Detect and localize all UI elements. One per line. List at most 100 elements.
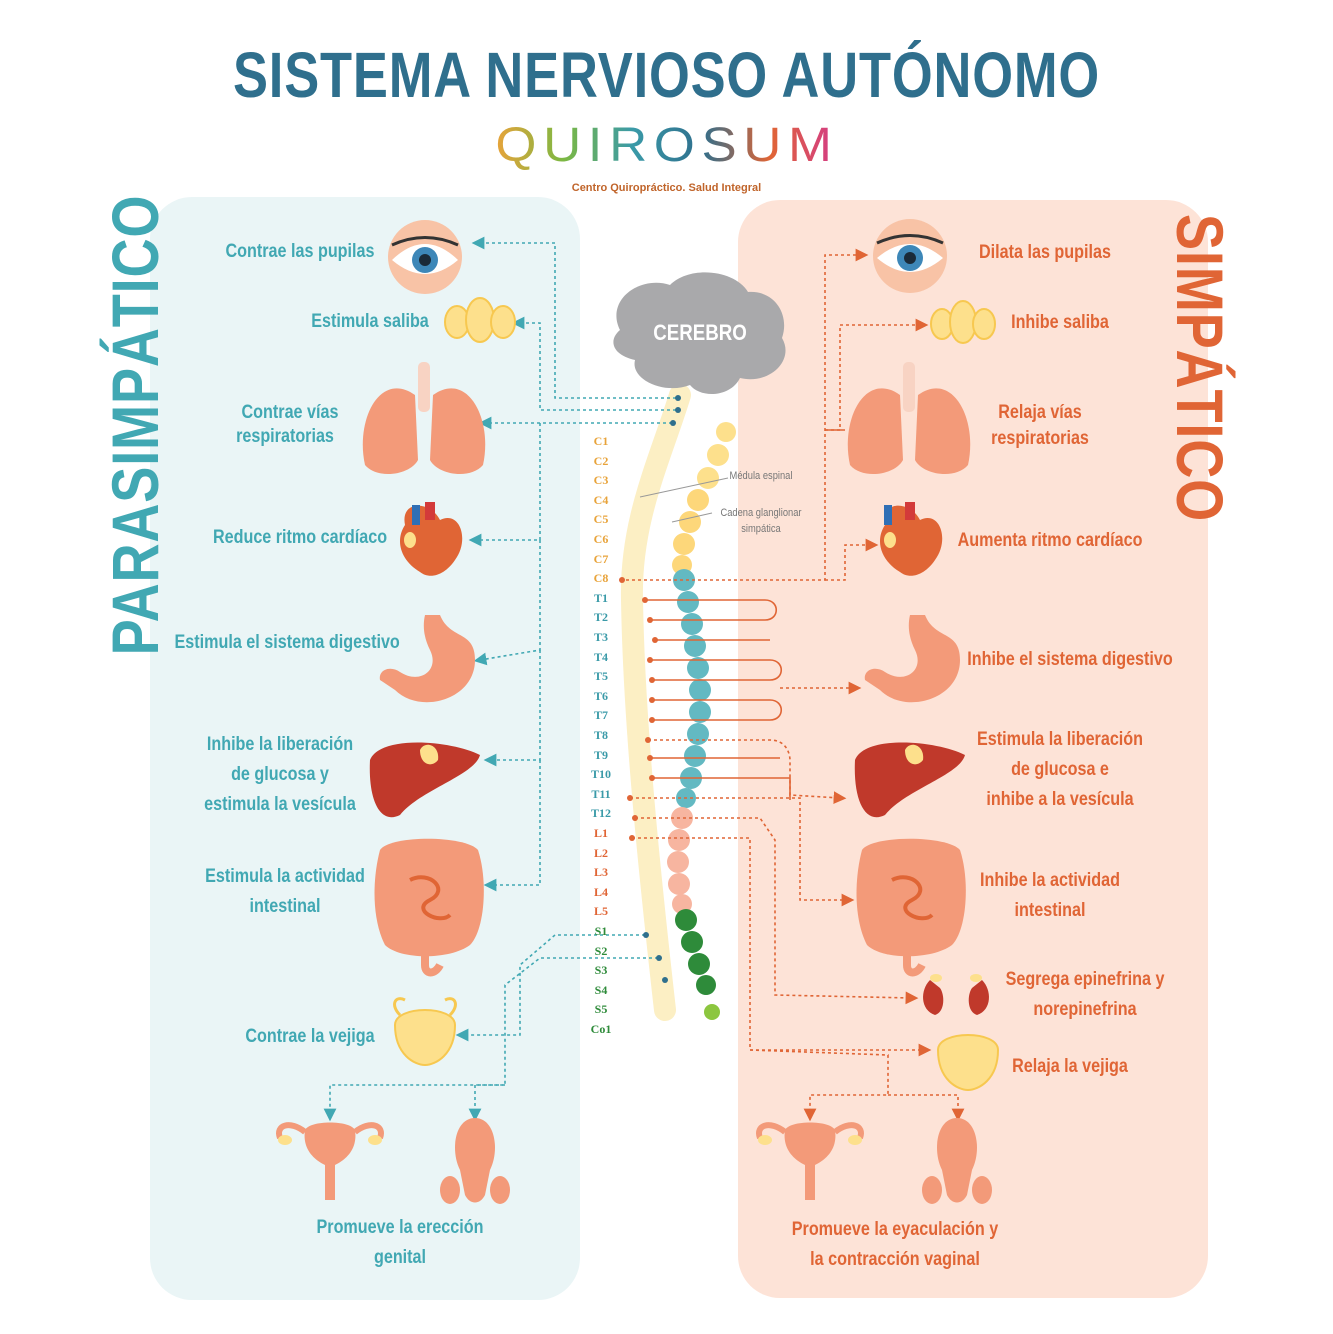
right-genital-label-1: Promueve la eyaculación y xyxy=(791,1219,999,1240)
left-digestive-label: Estimula el sistema digestivo xyxy=(174,632,400,653)
parasympathetic-connectors xyxy=(323,236,676,1122)
liver-icon xyxy=(854,742,965,818)
intestine-icon xyxy=(856,838,966,977)
right-intestine-label-2: intestinal xyxy=(1014,900,1086,921)
segment-label: T8 xyxy=(593,728,608,742)
eye-icon xyxy=(388,220,462,294)
sympathetic-connectors xyxy=(620,248,965,1122)
lungs-icon xyxy=(847,362,971,475)
bladder-icon xyxy=(393,997,457,1067)
segment-label: L4 xyxy=(593,884,608,899)
segment-label: Co1 xyxy=(590,1022,612,1036)
quirosum-logo: QUIROSUM xyxy=(0,118,1333,173)
left-bladder-label: Contrae la vejiga xyxy=(245,1026,375,1047)
parasympathetic-panel xyxy=(150,197,580,1300)
parasympathetic-nodes xyxy=(643,395,681,983)
left-saliva-label: Estimula saliba xyxy=(311,311,429,332)
left-liver-label-2: de glucosa y xyxy=(231,764,329,785)
male-reproductive-icon xyxy=(440,1118,510,1204)
left-intestine-label-2: intestinal xyxy=(249,896,321,917)
left-heart-label: Reduce ritmo cardíaco xyxy=(212,527,388,548)
segment-label: T9 xyxy=(593,747,608,762)
left-liver-label-3: estimula la vesícula xyxy=(204,794,356,815)
liver-icon xyxy=(369,742,480,818)
right-adrenal-label-2: norepinefrina xyxy=(1033,999,1137,1020)
right-airways-label-1: Relaja vías xyxy=(998,402,1082,423)
segment-label: C7 xyxy=(593,551,609,566)
segment-label: T7 xyxy=(593,708,608,723)
left-genital-label-1: Promueve la erección xyxy=(316,1217,484,1238)
right-saliva-label: Inhibe saliba xyxy=(1011,312,1109,333)
left-genital-label-2: genital xyxy=(373,1247,427,1268)
spinal-cord xyxy=(620,384,691,1021)
left-pupils-label: Contrae las pupilas xyxy=(225,241,375,262)
right-liver-label-2: de glucosa e xyxy=(1011,759,1109,780)
salivary-gland-icon xyxy=(444,297,516,343)
salivary-gland-icon xyxy=(930,300,996,344)
left-airways-label-2: respiratorias xyxy=(236,426,334,447)
segment-label: C4 xyxy=(593,492,609,507)
segment-label: T4 xyxy=(593,649,608,664)
segment-label: L1 xyxy=(593,826,608,840)
segment-label: C3 xyxy=(593,473,609,488)
kidneys-icon xyxy=(923,974,989,1015)
left-liver-label-1: Inhibe la liberación xyxy=(206,734,354,755)
segment-label: T2 xyxy=(593,610,608,625)
segment-label: C1 xyxy=(593,434,609,448)
intestine-icon xyxy=(374,838,484,977)
segment-label: S5 xyxy=(594,1002,608,1017)
female-reproductive-icon xyxy=(276,1122,384,1200)
segment-label: S3 xyxy=(594,963,608,978)
right-intestine-label-1: Inhibe la actividad xyxy=(979,870,1121,891)
heart-icon xyxy=(880,502,943,576)
segment-label: S2 xyxy=(594,943,608,958)
medula-pointer xyxy=(639,477,729,498)
segment-label: T5 xyxy=(593,669,608,684)
right-bladder-label: Relaja la vejiga xyxy=(1012,1056,1128,1077)
segment-label: T12 xyxy=(590,806,611,821)
segment-label: T1 xyxy=(593,590,608,605)
female-reproductive-icon xyxy=(756,1122,864,1200)
cadena-label-1: Cadena glanglionar xyxy=(720,507,802,519)
segment-label: T3 xyxy=(593,630,608,644)
sympathetic-nodes xyxy=(619,577,658,841)
segment-label: C2 xyxy=(593,453,609,468)
right-airways-label-2: respiratorias xyxy=(991,428,1089,449)
right-heart-label: Aumenta ritmo cardíaco xyxy=(957,530,1143,551)
medula-label: Médula espinal xyxy=(729,470,793,482)
bladder-icon xyxy=(936,1034,1000,1092)
page-title: SISTEMA NERVIOSO AUTÓNOMO xyxy=(232,39,1101,111)
eye-icon xyxy=(873,219,947,293)
segment-label: T10 xyxy=(590,767,611,782)
right-pupils-label: Dilata las pupilas xyxy=(979,242,1111,263)
male-reproductive-icon xyxy=(922,1118,992,1204)
logo-subtitle: Centro Quiropráctico. Salud Integral xyxy=(571,182,762,194)
segment-label: L3 xyxy=(593,865,608,880)
right-liver-label-1: Estimula la liberación xyxy=(976,729,1144,750)
segment-label: L5 xyxy=(593,904,608,919)
lungs-icon xyxy=(362,362,486,475)
heart-icon xyxy=(400,502,463,576)
stomach-icon xyxy=(379,615,475,703)
segment-label: S1 xyxy=(594,924,608,938)
ganglion-chain xyxy=(667,422,736,1020)
brain-label: CEREBRO xyxy=(653,320,747,345)
segment-label: T6 xyxy=(593,688,608,703)
segment-label: C8 xyxy=(593,571,609,586)
right-adrenal-label-1: Segrega epinefrina y xyxy=(1005,969,1165,990)
brain xyxy=(613,272,786,395)
right-genital-label-2: la contracción vaginal xyxy=(810,1249,980,1270)
cadena-pointer xyxy=(671,512,713,523)
left-intestine-label-1: Estimula la actividad xyxy=(205,866,365,887)
segment-label: L2 xyxy=(593,845,608,860)
cadena-label-2: simpática xyxy=(741,523,781,535)
segment-label: C5 xyxy=(593,512,609,527)
stomach-icon xyxy=(864,615,960,703)
segment-label: S4 xyxy=(594,982,608,997)
right-digestive-label: Inhibe el sistema digestivo xyxy=(967,649,1173,670)
right-liver-label-3: inhibe a la vesícula xyxy=(986,789,1134,810)
segment-label: T11 xyxy=(591,786,611,801)
segment-label: C6 xyxy=(593,532,609,546)
logo-text: QUIROSUM xyxy=(494,119,839,172)
